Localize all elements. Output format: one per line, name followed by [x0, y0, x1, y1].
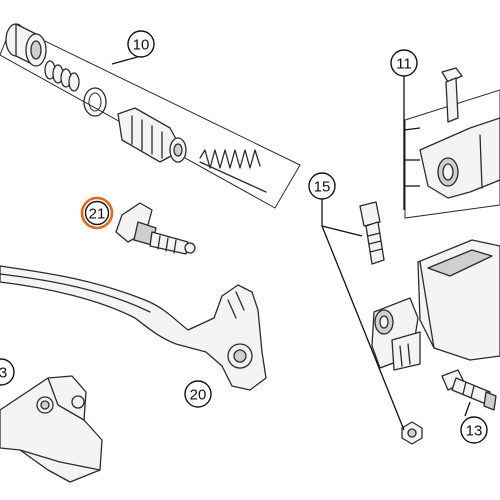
callout-13-label: 13 [466, 423, 483, 440]
piston [117, 107, 187, 163]
clamp-frame [404, 89, 500, 219]
clutch-lever [0, 265, 267, 391]
callout-15-label: 15 [314, 179, 331, 196]
leader-13 [464, 401, 471, 417]
callout-11-label: 11 [396, 56, 412, 73]
circlip [83, 87, 107, 117]
callout-21-label: 21 [89, 206, 106, 223]
return-spring [199, 149, 267, 193]
leader-15 [321, 199, 405, 431]
bleed-screw [441, 369, 497, 411]
piston-body [5, 23, 47, 67]
callout-21[interactable]: 21 [80, 196, 114, 230]
callout-20-label: 20 [190, 387, 207, 404]
callout-3-label: 3 [0, 365, 7, 382]
callout-10: 10 [127, 30, 155, 58]
pivot-bolt [359, 201, 385, 265]
piston-kit-group [0, 23, 301, 209]
callout-15: 15 [308, 172, 336, 200]
pivot-nut [401, 421, 423, 445]
callout-partial-3: 3 [0, 358, 15, 386]
callout-13: 13 [460, 416, 488, 444]
callout-10-label: 10 [133, 37, 150, 54]
callout-20: 20 [184, 380, 212, 408]
leader-11 [403, 76, 421, 210]
master-cylinder-body [371, 239, 500, 371]
callout-11: 11 [390, 49, 418, 77]
o-ring-set [44, 60, 80, 92]
lever-bracket [0, 375, 103, 483]
handlebar-clamp [404, 67, 500, 219]
adjustment-screw [115, 202, 196, 255]
